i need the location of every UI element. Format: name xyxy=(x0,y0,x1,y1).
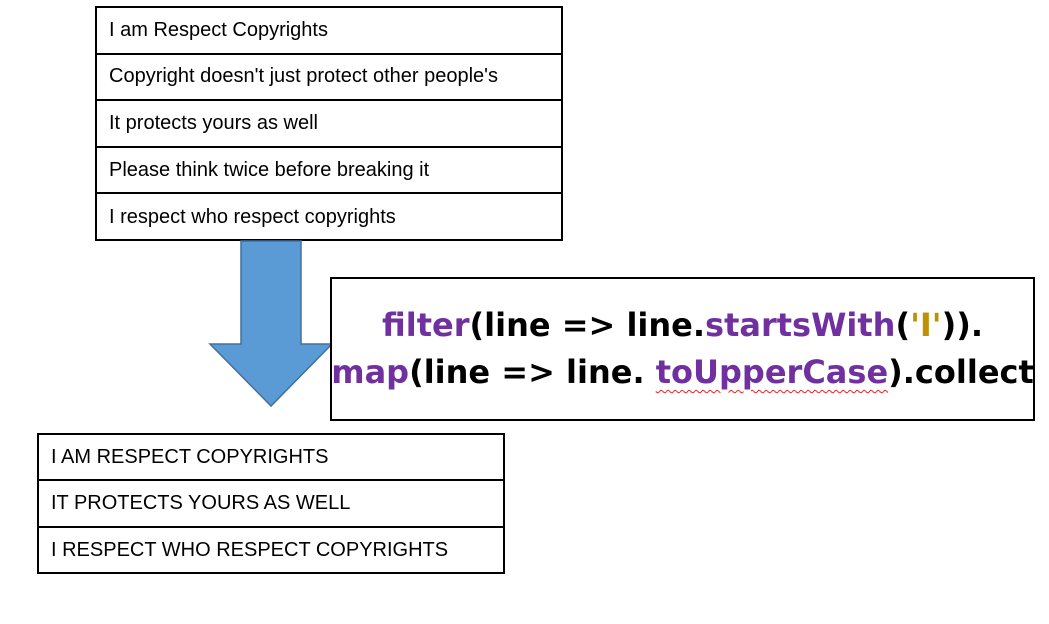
output-line: IT PROTECTS YOURS AS WELL xyxy=(39,481,503,528)
code-expression-box: filter(line => line.startsWith('I')). ma… xyxy=(330,277,1035,421)
code-line-map: map(line => line. toUpperCase).collect xyxy=(331,349,1034,396)
input-lines-table: I am Respect Copyrights Copyright doesn'… xyxy=(95,6,563,241)
filter-keyword: filter xyxy=(382,306,470,344)
map-keyword: map xyxy=(331,353,410,391)
down-arrow-shape xyxy=(208,240,334,408)
map-lambda-text: (line => line. xyxy=(409,353,656,391)
open-paren: ( xyxy=(895,306,911,344)
down-arrow-icon xyxy=(208,240,334,408)
input-line: Copyright doesn't just protect other peo… xyxy=(97,55,561,102)
close-parens: )). xyxy=(941,306,983,344)
input-line: I respect who respect copyrights xyxy=(109,206,396,229)
output-line: I AM RESPECT COPYRIGHTS xyxy=(39,435,503,482)
collect-call: ).collect xyxy=(888,353,1034,391)
string-literal: 'I' xyxy=(910,306,942,344)
output-line: I RESPECT WHO RESPECT COPYRIGHTS xyxy=(51,539,449,562)
input-line: Please think twice before breaking it xyxy=(97,148,561,195)
startswith-method: startsWith xyxy=(705,306,896,344)
input-line: I am Respect Copyrights xyxy=(97,8,561,55)
code-line-filter: filter(line => line.startsWith('I')). xyxy=(382,302,983,349)
touppercase-method: toUpperCase xyxy=(655,353,889,391)
input-line: It protects yours as well xyxy=(97,101,561,148)
output-lines-table: I AM RESPECT COPYRIGHTS IT PROTECTS YOUR… xyxy=(37,433,505,574)
filter-lambda-text: (line => line. xyxy=(469,306,706,344)
